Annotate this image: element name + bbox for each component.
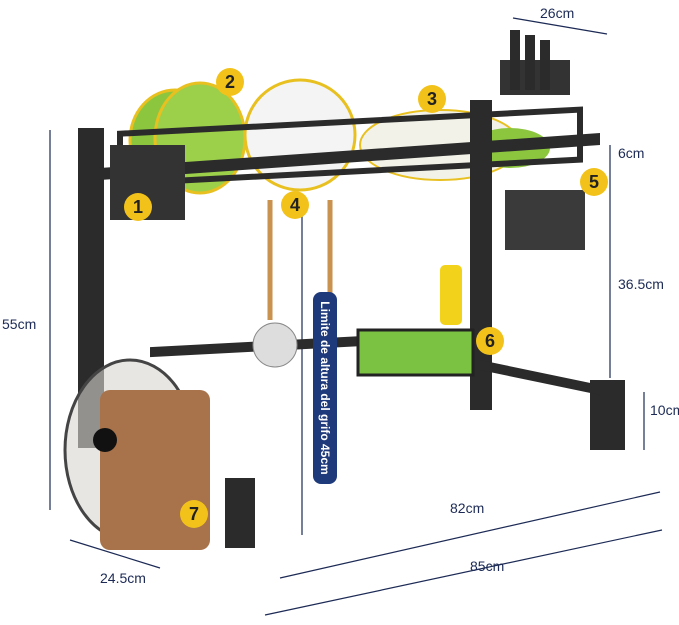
badge-6: 6 [476, 327, 504, 355]
dim-inner-width: 82cm [450, 500, 485, 516]
dim-upper-gap: 6cm [618, 145, 645, 161]
badge-7: 7 [180, 500, 208, 528]
dim-depth: 24.5cm [100, 570, 146, 586]
badge-3: 3 [418, 85, 446, 113]
dimension-lines [49, 17, 663, 616]
dim-outer-width: 85cm [470, 558, 505, 574]
bottle [440, 265, 462, 325]
dim-leg-height: 10cm [650, 402, 679, 418]
dim-total-height: 55cm [2, 316, 37, 332]
faucet-height-label: Limite de altura del grifo 45cm [313, 292, 337, 484]
badge-2: 2 [216, 68, 244, 96]
badge-1: 1 [124, 193, 152, 221]
dim-middle-height: 36.5cm [618, 276, 664, 292]
badge-5: 5 [580, 168, 608, 196]
badge-4: 4 [281, 191, 309, 219]
side-basket [356, 328, 475, 377]
dim-top-width: 26cm [540, 5, 575, 21]
